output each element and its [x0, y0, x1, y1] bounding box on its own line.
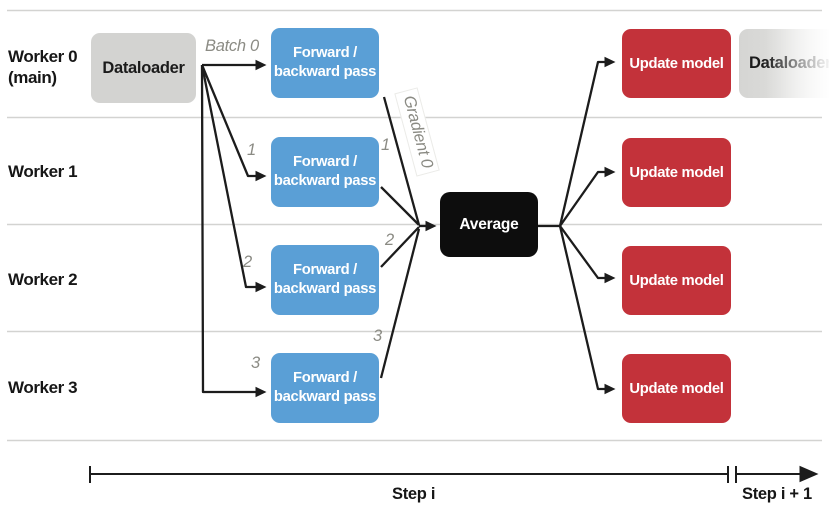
average-node: Average [440, 192, 538, 257]
update-model-node-worker0: Update model [622, 29, 731, 98]
gradient-2-edge-label: 2 [385, 231, 394, 249]
dataloader-node: Dataloader [91, 33, 196, 103]
worker-3-label: Worker 3 [8, 378, 78, 397]
update-model-label: Update model [629, 164, 724, 181]
edge-gradient3-line [379, 228, 421, 379]
gradient-3-edge-label: 3 [373, 327, 382, 345]
dataloader-label: Dataloader [102, 58, 185, 77]
forward-backward-node-worker0: Forward / backward pass [271, 28, 379, 98]
average-label: Average [459, 215, 519, 233]
batch-1-edge-label: 1 [247, 141, 256, 159]
forward-label-line1: Forward / [293, 45, 357, 61]
worker-0-sub: (main) [8, 68, 57, 87]
gradient-0-edge-label: Gradient 0 [394, 87, 440, 177]
batch-arrows [200, 59, 267, 398]
forward-label-line1: Forward / [293, 154, 357, 170]
edge-update2-arrow [559, 225, 616, 284]
forward-label-line1: Forward / [293, 262, 357, 278]
worker-1-label: Worker 1 [8, 162, 78, 181]
batch-3-edge-label: 3 [251, 354, 260, 372]
forward-label-line2: backward pass [273, 389, 377, 405]
edge-update1-arrow [559, 166, 616, 227]
step-i-plus-1-label: Step i + 1 [742, 485, 812, 503]
edge-gradient1-line [380, 186, 420, 226]
forward-label-line1: Forward / [293, 370, 357, 386]
update-arrows [538, 56, 616, 395]
forward-backward-label: Forward / backward pass [273, 369, 377, 407]
update-model-label: Update model [629, 55, 724, 72]
forward-label-line2: backward pass [273, 173, 377, 189]
step-i-label: Step i [392, 485, 436, 503]
worker-2-label: Worker 2 [8, 270, 78, 289]
worker-0-label: Worker 0 (main) [8, 46, 78, 88]
update-model-node-worker3: Update model [622, 354, 731, 423]
edge-batch3-arrow [200, 64, 267, 398]
forward-backward-node-worker2: Forward / backward pass [271, 245, 379, 315]
batch-0-edge-label: Batch 0 [205, 37, 259, 55]
dataloader-next-step-node: Dataloader [739, 29, 829, 98]
edge-update3-arrow [558, 225, 616, 395]
update-model-node-worker1: Update model [622, 138, 731, 207]
forward-backward-node-worker1: Forward / backward pass [271, 137, 379, 207]
forward-backward-label: Forward / backward pass [273, 261, 377, 299]
forward-backward-label: Forward / backward pass [273, 44, 377, 82]
forward-label-line2: backward pass [273, 281, 377, 297]
update-model-label: Update model [629, 380, 724, 397]
update-model-label: Update model [629, 272, 724, 289]
edge-update0-arrow [558, 56, 616, 227]
forward-label-line2: backward pass [273, 64, 377, 80]
forward-backward-label: Forward / backward pass [273, 153, 377, 191]
timeline [89, 465, 819, 483]
worker-0-name: Worker 0 [8, 47, 78, 66]
update-model-node-worker2: Update model [622, 246, 731, 315]
gradient-1-edge-label: 1 [381, 136, 390, 154]
edge-fade-overlay [765, 29, 829, 98]
forward-backward-node-worker3: Forward / backward pass [271, 353, 379, 423]
batch-2-edge-label: 2 [243, 253, 252, 271]
